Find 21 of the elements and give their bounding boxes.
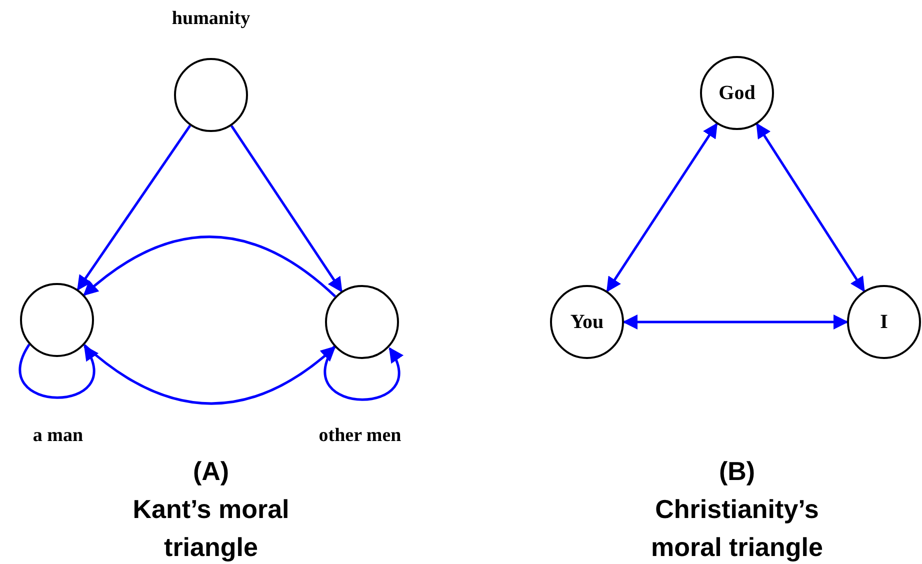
caption: (B) [718, 455, 756, 488]
circle-node [325, 285, 399, 359]
arrow [83, 344, 336, 405]
arrow [83, 236, 336, 298]
arrow [19, 344, 98, 399]
node-label: I [880, 310, 888, 334]
caption: (A) [192, 455, 230, 488]
node-label: You [570, 310, 604, 334]
node-label: a man [32, 425, 84, 447]
circle-node [20, 283, 94, 357]
caption: Christianity’s moral triangle [650, 493, 824, 564]
arrow [756, 122, 866, 292]
arrow [324, 346, 403, 401]
node-label: humanity [172, 8, 250, 30]
node-label: God [718, 82, 756, 104]
arrow [622, 314, 848, 330]
arrow [76, 124, 192, 291]
node-label: other men [318, 425, 402, 447]
arrow [606, 122, 718, 292]
caption: Kant’s moral triangle [132, 493, 290, 564]
arrow [230, 125, 343, 292]
